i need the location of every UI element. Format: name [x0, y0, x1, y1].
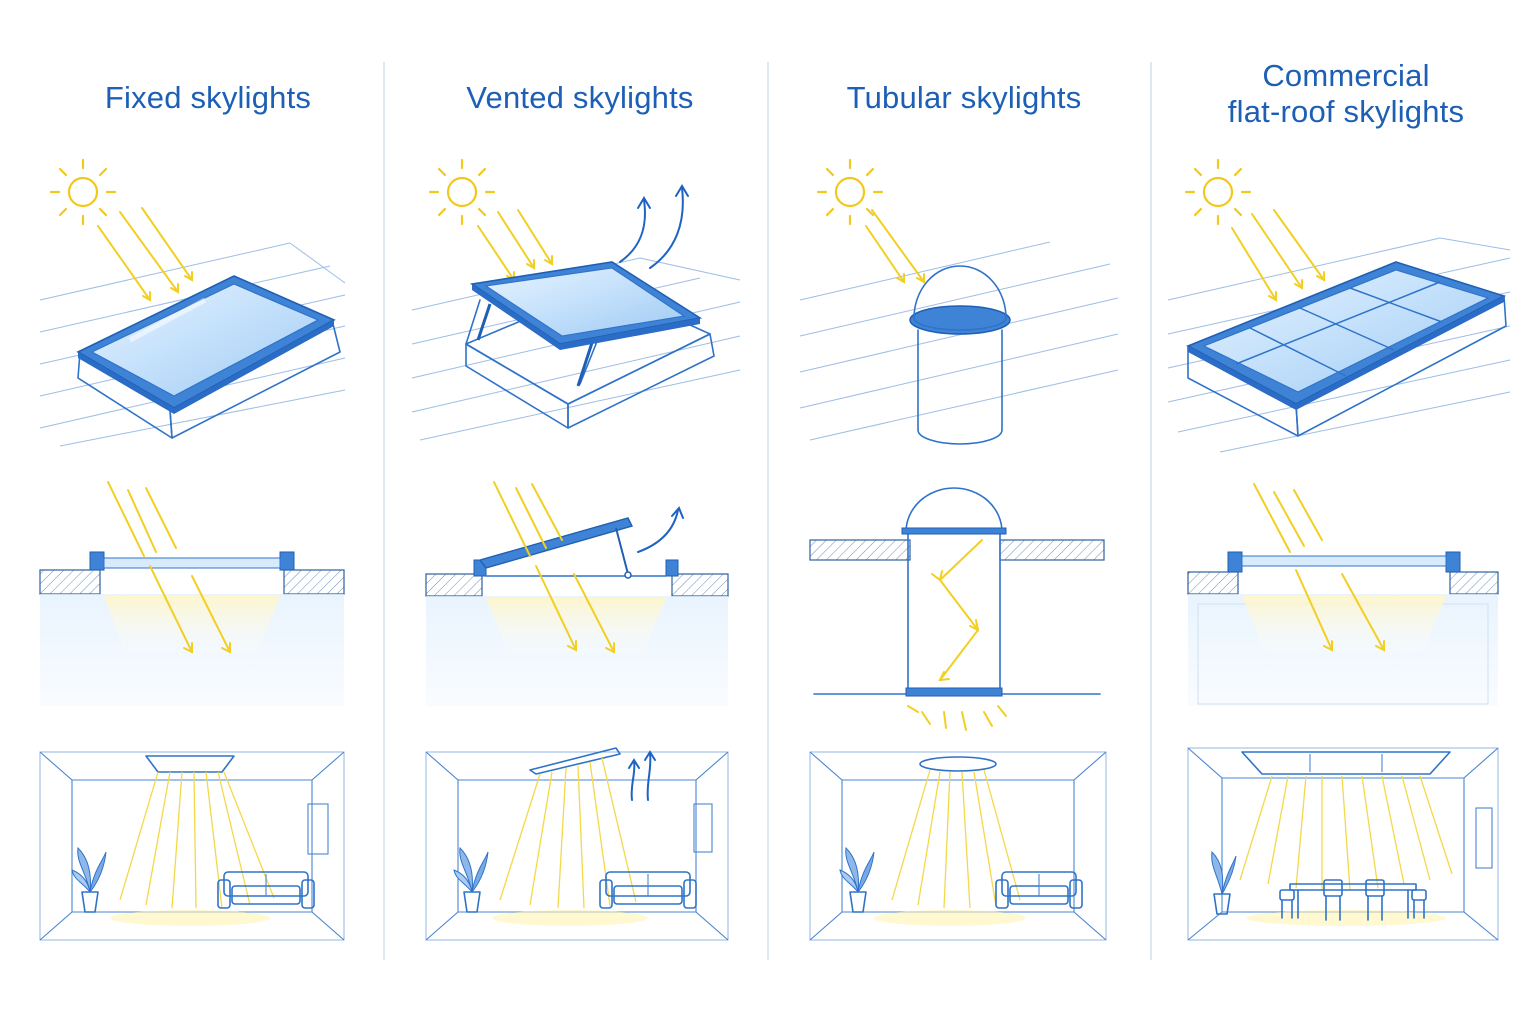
dining-table-icon [1279, 879, 1427, 921]
commercial-skylight-unit [1186, 261, 1507, 437]
title-line: flat-roof skylights [1227, 94, 1465, 129]
vented-interior-room [425, 747, 729, 941]
commercial-interior-room [1187, 747, 1499, 941]
vented-skylight-unit [465, 261, 715, 429]
tubular-interior-room [809, 751, 1107, 941]
panel-tubular [799, 158, 1119, 941]
title-line: Tubular skylights [846, 80, 1082, 115]
fixed-skylight-unit [76, 275, 341, 439]
sun-icon [428, 158, 496, 226]
plant-icon [453, 846, 489, 913]
title-line: Vented skylights [466, 80, 694, 115]
panel-fixed [39, 158, 346, 941]
panel-vented [411, 158, 741, 941]
title-line: Commercial [1262, 58, 1430, 93]
tubular-skylight-unit [909, 265, 1011, 445]
column-dividers [383, 62, 1152, 960]
sofa-icon [599, 871, 697, 909]
fixed-cross-section [39, 481, 345, 706]
panel-title-vented: Vented skylights [388, 80, 772, 116]
chair [1323, 879, 1343, 921]
chair [1365, 879, 1385, 921]
plant-icon [71, 846, 107, 913]
tubular-cross-section [809, 487, 1105, 731]
plant-icon [1211, 850, 1237, 915]
sofa-icon [217, 871, 315, 909]
commercial-cross-section [1187, 483, 1499, 706]
panel-title-commercial: Commercial flat-roof skylights [1154, 58, 1536, 130]
chair [1411, 889, 1427, 919]
vented-cross-section [425, 481, 729, 706]
sun-icon [1184, 158, 1252, 226]
panel-title-tubular: Tubular skylights [772, 80, 1156, 116]
sun-icon [49, 158, 117, 226]
sofa-icon [995, 871, 1083, 909]
ventilation-arrow-icon [619, 184, 689, 269]
plant-icon [839, 846, 875, 913]
chair [1279, 889, 1295, 919]
fixed-interior-room [39, 751, 345, 941]
roof-surface [799, 241, 1119, 441]
panel-commercial [1167, 158, 1511, 941]
sun-icon [816, 158, 884, 226]
sunlight-rays [97, 207, 193, 302]
title-line: Fixed skylights [104, 80, 312, 115]
panel-title-fixed: Fixed skylights [16, 80, 400, 116]
